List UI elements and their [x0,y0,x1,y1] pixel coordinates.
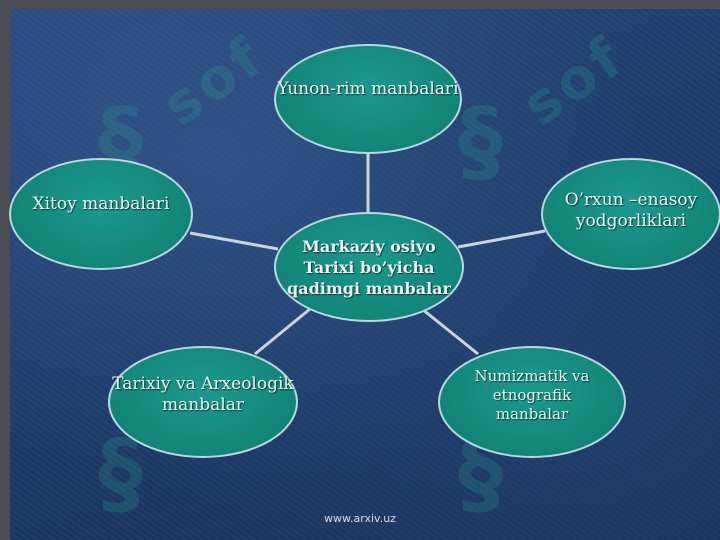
node-bottom-right-line: Numizmatik va etnografik [474,366,590,404]
center-node: Markaziy osiyo Tarixi bo’yicha qadimgi m… [274,212,464,322]
center-line: qadimgi manbalar [287,278,451,298]
node-left-label: Xitoy manbalari [32,193,170,214]
node-bottom-right: Numizmatik va etnografik manbalar [438,346,626,458]
node-left: Xitoy manbalari [9,158,193,270]
watermark-logo-mark: § [458,89,503,194]
connector-bottom-right [421,307,479,356]
connector-lines [189,154,546,356]
connector-bottom-left [254,307,311,356]
node-top-label: Yunon-rim manbalari [277,78,459,99]
watermark-logo-mark: § [98,421,143,526]
node-top: Yunon-rim manbalari [274,44,462,154]
center-line: Markaziy osiyo [302,236,436,256]
node-right-line: O’rxun –enasoy [564,190,698,210]
center-line: Tarixi bo’yicha [303,257,435,277]
node-bottom-right-line: manbalar [495,404,569,423]
node-bottom-left: Tarixiy va Arxeologik manbalar [108,346,298,458]
footer-url: www.arxiv.uz [324,512,396,525]
node-bottom-left-line: manbalar [162,395,244,415]
connector-left [189,231,279,251]
node-bottom-left-line: Tarixiy va Arxeologik [112,374,294,394]
center-node-text: Markaziy osiyo Tarixi bo’yicha qadimgi m… [287,236,451,299]
node-right-line: yodgorliklari [575,211,687,231]
connector-right [457,229,546,249]
node-right: O’rxun –enasoy yodgorliklari [541,158,720,270]
